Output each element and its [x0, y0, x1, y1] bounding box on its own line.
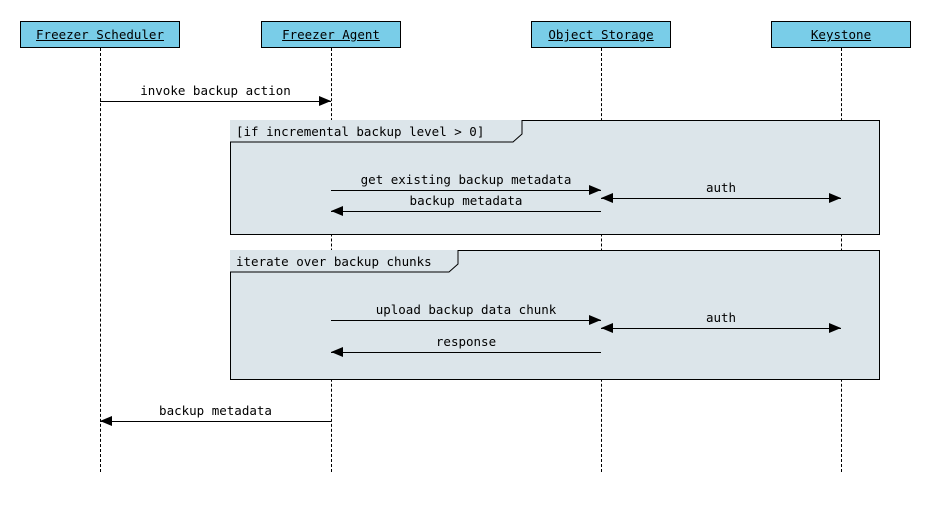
fragment-tab-fragment-iterate: iterate over backup chunks: [230, 250, 458, 272]
message-line-get-existing-backup-metadata: [331, 190, 601, 191]
fragment-tab-outline-fragment-iterate: [230, 250, 459, 273]
message-label-auth-metadata: auth: [705, 180, 737, 195]
message-line-upload-backup-data-chunk: [331, 320, 601, 321]
message-arrowhead-auth-metadata-right: [829, 193, 841, 203]
participant-label-freezer-agent: Freezer Agent: [282, 27, 380, 42]
participant-keystone[interactable]: Keystone: [771, 21, 911, 48]
message-label-response-return: response: [435, 334, 497, 349]
message-arrowhead-invoke-backup-action-right: [319, 96, 331, 106]
participant-label-freezer-scheduler: Freezer Scheduler: [36, 27, 164, 42]
message-arrowhead-auth-upload-left: [601, 323, 613, 333]
message-line-response-return: [331, 352, 601, 353]
fragment-tab-outline-fragment-incremental: [230, 120, 523, 143]
message-arrowhead-auth-upload-right: [829, 323, 841, 333]
participant-label-keystone: Keystone: [810, 27, 872, 42]
fragment-label-fragment-incremental: [if incremental backup level > 0]: [236, 123, 485, 139]
fragment-label-fragment-iterate: iterate over backup chunks: [236, 253, 432, 269]
message-line-auth-upload: [601, 328, 841, 329]
message-label-upload-backup-data-chunk: upload backup data chunk: [375, 302, 557, 317]
message-label-invoke-backup-action: invoke backup action: [140, 83, 291, 98]
participant-label-object-storage: Object Storage: [548, 27, 654, 42]
lifeline-freezer-scheduler: [100, 48, 101, 472]
participant-freezer-agent[interactable]: Freezer Agent: [261, 21, 401, 48]
participant-object-storage[interactable]: Object Storage: [531, 21, 671, 48]
message-arrowhead-auth-metadata-left: [601, 193, 613, 203]
message-label-get-existing-backup-metadata: get existing backup metadata: [360, 172, 572, 187]
message-line-auth-metadata: [601, 198, 841, 199]
message-label-backup-metadata-return: backup metadata: [409, 193, 523, 208]
message-label-auth-upload: auth: [705, 310, 737, 325]
message-arrowhead-response-return-left: [331, 347, 343, 357]
message-line-backup-metadata-return: [331, 211, 601, 212]
participant-freezer-scheduler[interactable]: Freezer Scheduler: [20, 21, 180, 48]
message-arrowhead-backup-metadata-return-left: [331, 206, 343, 216]
message-arrowhead-get-existing-backup-metadata-right: [589, 185, 601, 195]
message-line-backup-metadata-final: [100, 421, 331, 422]
message-arrowhead-backup-metadata-final-left: [100, 416, 112, 426]
fragment-tab-fragment-incremental: [if incremental backup level > 0]: [230, 120, 522, 142]
message-label-backup-metadata-final: backup metadata: [159, 403, 272, 418]
message-arrowhead-upload-backup-data-chunk-right: [589, 315, 601, 325]
message-line-invoke-backup-action: [100, 101, 331, 102]
